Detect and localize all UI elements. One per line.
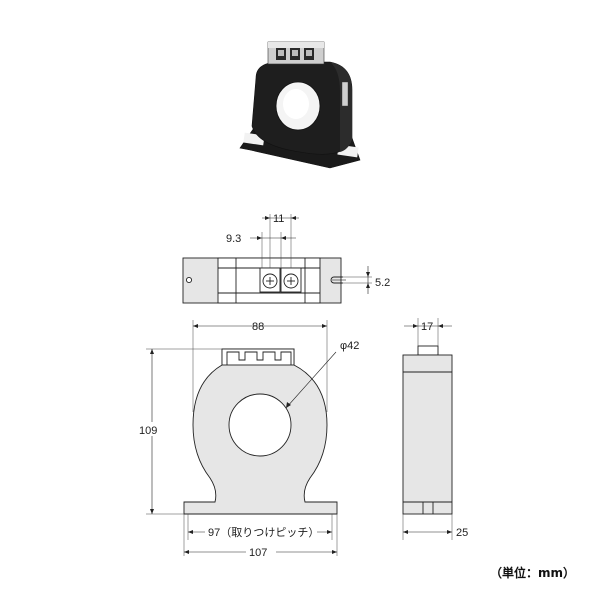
product-photo xyxy=(239,41,361,169)
dim-terminal-pitch: 11 xyxy=(273,213,284,225)
center-hole xyxy=(228,393,292,457)
front-view xyxy=(183,348,338,515)
dim-mounting-pitch: 97（取りつけピッチ） xyxy=(208,526,319,539)
dim-top-depth: 17 xyxy=(421,321,433,333)
dim-depth: 25 xyxy=(456,527,468,539)
top-view-dimensions: 11 9.3 5.2 xyxy=(226,213,390,294)
front-view-dimensions: 88 φ42 109 97（取りつけピッチ） 107 xyxy=(137,320,359,559)
dim-terminal-offset: 9.3 xyxy=(226,233,241,245)
mount-hole-left xyxy=(185,276,193,284)
side-view-dimensions: 17 25 xyxy=(402,318,468,540)
side-view-body xyxy=(402,354,453,515)
top-view xyxy=(182,257,346,304)
dim-width: 88 xyxy=(252,321,264,333)
unit-label: （単位：mm） xyxy=(490,565,575,580)
dim-overall-width: 107 xyxy=(249,547,267,559)
side-view xyxy=(402,345,453,515)
dim-hole-diameter: φ42 xyxy=(340,340,359,352)
dim-slot-width: 5.2 xyxy=(375,277,390,289)
dim-height: 109 xyxy=(139,425,157,437)
